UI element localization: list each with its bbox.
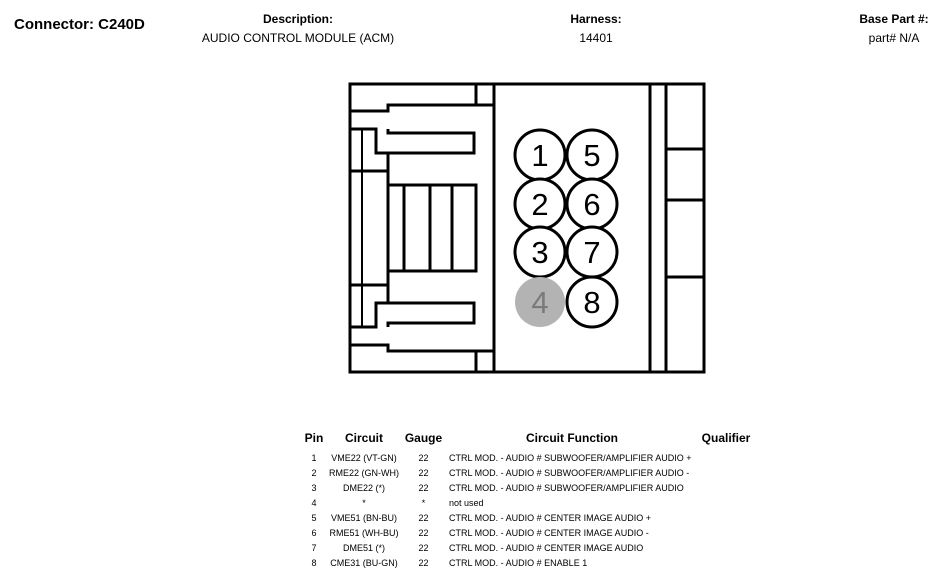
gauge-cell: 22 <box>418 452 429 463</box>
table-row: 8 CME31 (BU-GN) 22 CTRL MOD. - AUDIO # E… <box>302 555 753 570</box>
pin-number-label: 7 <box>583 235 600 270</box>
pin-circle <box>515 277 565 327</box>
pin-grid: 1 2 3 4 5 6 7 8 <box>513 128 619 329</box>
function-cell: CTRL MOD. - AUDIO # SUBWOOFER/AMPLIFIER … <box>449 482 684 493</box>
pin-number-label: 5 <box>583 138 600 173</box>
table-row: 5 VME51 (BN-BU) 22 CTRL MOD. - AUDIO # C… <box>302 510 753 525</box>
gauge-cell: 22 <box>418 482 429 493</box>
qualifier-cell <box>699 450 753 465</box>
connector-housing <box>348 82 706 374</box>
pin-table: Pin Circuit Gauge Circuit Function Quali… <box>302 431 753 570</box>
col-header-pin: Pin <box>304 431 324 445</box>
gauge-cell: 22 <box>418 527 429 538</box>
base-part-block: Base Part #: part# N/A <box>848 11 940 46</box>
qualifier-cell <box>699 555 753 570</box>
pin-cell: 4 <box>311 497 317 508</box>
circuit-cell: RME51 (WH-BU) <box>329 527 399 538</box>
pin-number-label: 2 <box>531 187 548 222</box>
circuit-cell: DME51 (*) <box>342 542 385 553</box>
function-cell: CTRL MOD. - AUDIO # CENTER IMAGE AUDIO <box>449 542 644 553</box>
gauge-cell: * <box>421 497 426 508</box>
description-block: Description: AUDIO CONTROL MODULE (ACM) <box>180 11 416 46</box>
table-row: 7 DME51 (*) 22 CTRL MOD. - AUDIO # CENTE… <box>302 540 753 555</box>
circuit-cell: VME22 (VT-GN) <box>331 452 397 463</box>
pin-cavity-4: 4 <box>515 277 565 327</box>
function-cell: CTRL MOD. - AUDIO # SUBWOOFER/AMPLIFIER … <box>449 467 690 478</box>
description-value: AUDIO CONTROL MODULE (ACM) <box>201 31 395 45</box>
table-row: 6 RME51 (WH-BU) 22 CTRL MOD. - AUDIO # C… <box>302 525 753 540</box>
circuit-cell: * <box>362 497 366 508</box>
qualifier-cell <box>699 480 753 495</box>
col-header-qualifier: Qualifier <box>701 431 751 445</box>
gauge-cell: 22 <box>418 512 429 523</box>
circuit-cell: CME31 (BU-GN) <box>330 557 398 568</box>
gauge-cell: 22 <box>418 542 429 553</box>
qualifier-cell <box>699 495 753 510</box>
qualifier-cell <box>699 525 753 540</box>
harness-block: Harness: 14401 <box>540 11 652 46</box>
qualifier-cell <box>699 465 753 480</box>
function-cell: not used <box>449 497 484 508</box>
pin-cell: 3 <box>311 482 317 493</box>
harness-value: 14401 <box>579 31 613 45</box>
table-row: 1 VME22 (VT-GN) 22 CTRL MOD. - AUDIO # S… <box>302 450 753 465</box>
pin-cell: 6 <box>311 527 317 538</box>
pin-cell: 5 <box>311 512 317 523</box>
pin-cavity-5: 5 <box>565 128 619 182</box>
gauge-cell: 22 <box>418 557 429 568</box>
table-row: 4 * * not used <box>302 495 753 510</box>
pin-cell: 1 <box>311 452 317 463</box>
connector-face-diagram: 1 2 3 4 5 6 7 8 <box>348 82 706 374</box>
pin-cavity-6: 6 <box>565 177 619 231</box>
pin-number-label: 1 <box>531 138 548 173</box>
col-header-circuit: Circuit <box>344 431 383 445</box>
connector-title: Connector: C240D <box>14 16 145 33</box>
function-cell: CTRL MOD. - AUDIO # ENABLE 1 <box>449 557 588 568</box>
table-row: 2 RME22 (GN-WH) 22 CTRL MOD. - AUDIO # S… <box>302 465 753 480</box>
pin-cavity-8: 8 <box>565 275 619 329</box>
col-header-function: Circuit Function <box>526 431 618 445</box>
base-part-value: part# N/A <box>868 31 920 45</box>
pin-table-header: Pin Circuit Gauge Circuit Function Quali… <box>302 431 753 450</box>
table-row: 3 DME22 (*) 22 CTRL MOD. - AUDIO # SUBWO… <box>302 480 753 495</box>
base-part-label: Base Part #: <box>859 12 929 26</box>
pin-cavity-7: 7 <box>565 225 619 279</box>
qualifier-cell <box>699 540 753 555</box>
gauge-cell: 22 <box>418 467 429 478</box>
description-label: Description: <box>262 12 333 26</box>
function-cell: CTRL MOD. - AUDIO # CENTER IMAGE AUDIO - <box>449 527 649 538</box>
circuit-cell: VME51 (BN-BU) <box>330 512 397 523</box>
pin-cell: 2 <box>311 467 317 478</box>
circuit-cell: DME22 (*) <box>342 482 385 493</box>
function-cell: CTRL MOD. - AUDIO # SUBWOOFER/AMPLIFIER … <box>449 452 692 463</box>
pin-cell: 7 <box>311 542 317 553</box>
function-cell: CTRL MOD. - AUDIO # CENTER IMAGE AUDIO + <box>449 512 651 523</box>
col-header-gauge: Gauge <box>404 431 443 445</box>
pin-number-label: 6 <box>583 187 600 222</box>
pin-number-label: 8 <box>583 285 600 320</box>
pin-cell: 8 <box>311 557 317 568</box>
circuit-cell: RME22 (GN-WH) <box>329 467 399 478</box>
pin-circle <box>565 275 619 329</box>
pin-cavity-3: 3 <box>513 225 567 279</box>
pin-number-label: 4 <box>531 285 548 320</box>
pin-number-label: 3 <box>531 235 548 270</box>
pin-cavity-1: 1 <box>513 128 567 182</box>
pin-cavity-2: 2 <box>513 177 567 231</box>
qualifier-cell <box>699 510 753 525</box>
harness-label: Harness: <box>570 12 622 26</box>
